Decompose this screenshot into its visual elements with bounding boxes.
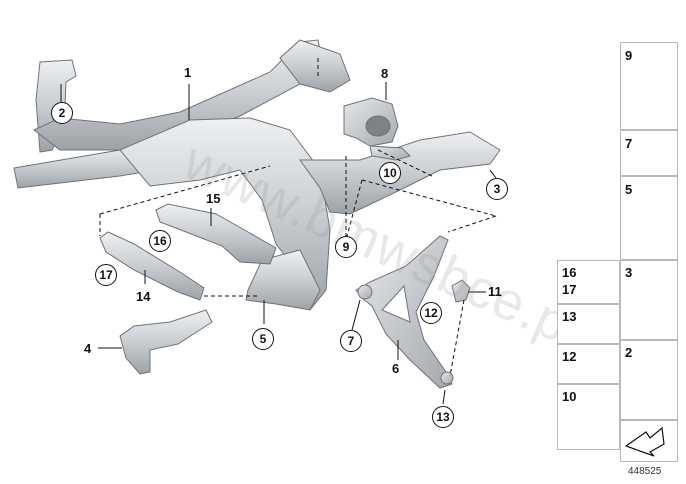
hardware-tile-label: 7 — [625, 136, 633, 151]
wishbone-part-6 — [355, 235, 454, 389]
callout-11: 11 — [488, 284, 502, 299]
bracket-part-4 — [119, 309, 213, 375]
front-axle-support-part-1 — [13, 39, 501, 311]
callout-8: 8 — [381, 66, 389, 81]
assembly-dashed-lines — [99, 58, 497, 377]
callout-5: 5 — [252, 328, 274, 350]
hardware-tile-label: 10 — [562, 389, 577, 404]
strut-part-14 — [99, 231, 205, 301]
hardware-tile-label: 13 — [562, 309, 577, 324]
hardware-tile-label: 12 — [562, 349, 577, 364]
callout-2: 2 — [51, 102, 73, 124]
hardware-tile-16-17: 16 17 — [557, 260, 620, 304]
hardware-tile-13: 13 — [557, 304, 620, 344]
hardware-tile-label: 16 — [562, 265, 577, 280]
callout-6: 6 — [392, 361, 400, 376]
hardware-tile-10: 10 — [557, 384, 620, 450]
document-number: 448525 — [628, 466, 662, 477]
hardware-tile-12: 12 — [557, 344, 620, 384]
hardware-tile-5: 5 — [620, 176, 678, 260]
callout-3: 3 — [486, 178, 508, 200]
direction-arrow-icon — [624, 426, 665, 457]
callout-14: 14 — [136, 289, 151, 304]
hardware-tile-arrow — [620, 420, 678, 462]
hardware-tile-label: 3 — [625, 265, 633, 280]
hardware-tile-label: 2 — [625, 345, 633, 360]
ball-joint-part-11 — [451, 279, 471, 303]
hardware-tile-9: 9 — [620, 42, 678, 130]
callout-9: 9 — [335, 236, 357, 258]
hardware-tile-3: 3 — [620, 260, 678, 340]
hardware-tile-2: 2 — [620, 340, 678, 420]
callout-10: 10 — [379, 162, 401, 184]
hardware-tile-label: 17 — [562, 282, 577, 297]
strut-part-15 — [155, 203, 277, 265]
callout-leader-lines — [60, 82, 497, 405]
callout-13: 13 — [432, 406, 454, 428]
callout-7: 7 — [340, 330, 362, 352]
callout-17: 17 — [95, 264, 117, 286]
callout-15: 15 — [206, 191, 221, 206]
callout-12: 12 — [420, 302, 442, 324]
hardware-tile-label: 9 — [625, 48, 633, 63]
engine-mount-part-8 — [343, 97, 411, 161]
hardware-tile-label: 5 — [625, 182, 633, 197]
callout-1: 1 — [184, 65, 192, 80]
callout-16: 16 — [149, 230, 171, 252]
callout-4: 4 — [84, 341, 92, 356]
hardware-tile-7: 7 — [620, 130, 678, 176]
